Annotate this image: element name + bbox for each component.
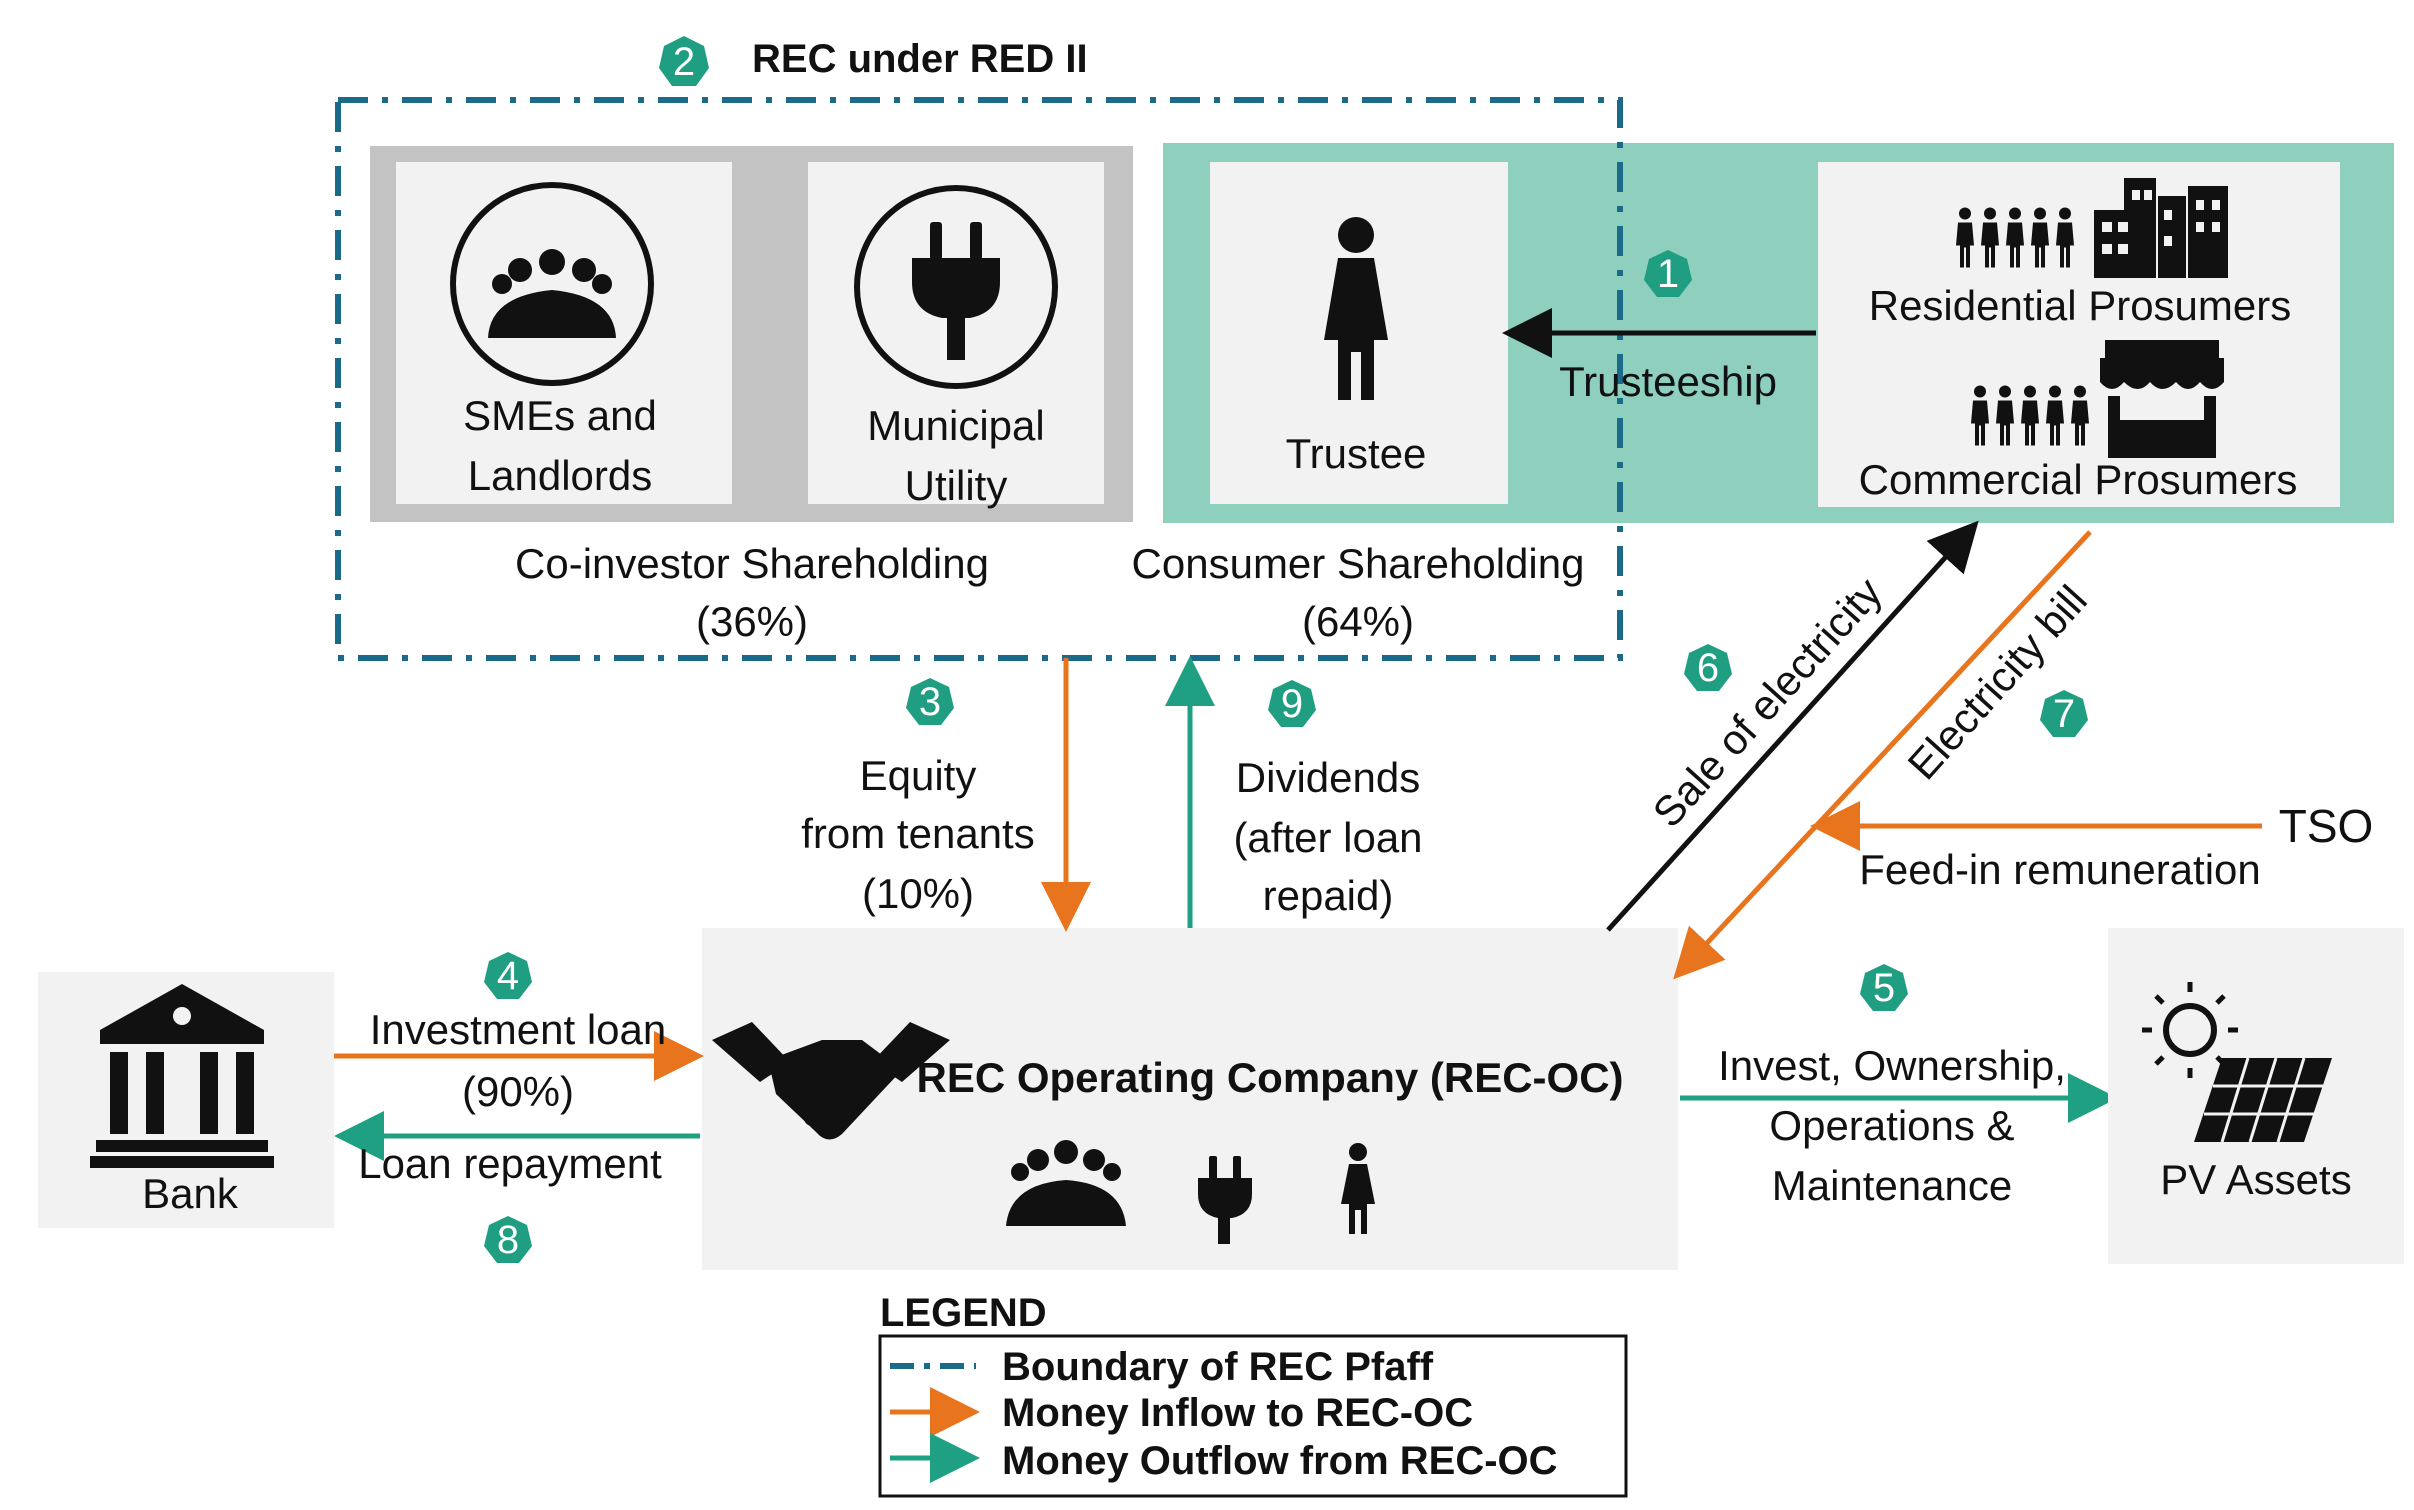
rec-oc-box: REC Operating Company (REC-OC): [702, 928, 1678, 1270]
rec-oc-plug-icon: [1198, 1156, 1252, 1244]
badge-2: [659, 36, 709, 86]
legend-box: [878, 1334, 1628, 1498]
utility-label-1: Municipal: [867, 402, 1044, 449]
pv-label: PV Assets: [2160, 1156, 2351, 1203]
bill-arrow: [1673, 530, 2092, 980]
solar-panel-icon: [2194, 1057, 2332, 1143]
badge-7: [2040, 690, 2088, 737]
plug-icon: [912, 222, 1000, 360]
people-group-icon: [488, 249, 616, 338]
utility-circle: [854, 185, 1058, 389]
bank-label: Bank: [142, 1170, 239, 1217]
legend-outflow-label: Money Outflow from REC-OC: [1002, 1439, 1558, 1483]
bank-icon: [90, 984, 274, 1168]
commercial-label: Commercial Prosumers: [1859, 456, 2298, 503]
trusteeship-label: Trusteeship: [1559, 358, 1777, 405]
smes-label-1: SMEs and: [463, 392, 657, 439]
consumer-caption-1: Consumer Shareholding: [1132, 540, 1585, 587]
badge-6: [1684, 644, 1732, 691]
bill-label: Electricity bill: [1899, 576, 2096, 788]
rec-oc-people-icon: [1006, 1140, 1126, 1226]
tso-label: TSO: [2279, 800, 2374, 852]
badge-2-number: 2: [673, 40, 695, 84]
badge-7-number: 7: [2053, 692, 2075, 736]
legend: LEGEND Boundary of REC Pfaff Money Inflo…: [878, 1291, 1628, 1498]
smes-label-2: Landlords: [468, 452, 652, 499]
dividends-label-3: repaid): [1263, 872, 1394, 919]
badge-5: [1860, 964, 1908, 1011]
coinvestor-caption-2: (36%): [696, 598, 808, 645]
badge-8: [484, 1216, 532, 1263]
rec-boundary: [335, 97, 1623, 661]
badge-3-number: 3: [919, 680, 941, 724]
badge-9: [1268, 680, 1316, 727]
badge-5-number: 5: [1873, 966, 1895, 1010]
investment-loan-label-1: Investment loan: [370, 1006, 667, 1053]
equity-label-1: Equity: [860, 752, 977, 799]
badge-1-number: 1: [1657, 252, 1679, 296]
smes-box: SMEs and Landlords: [396, 162, 732, 504]
badge-4-number: 4: [497, 954, 519, 998]
trustee-box: Trustee: [1210, 162, 1508, 504]
loan-repayment-label: Loan repayment: [358, 1140, 662, 1187]
feed-in-label: Feed-in remuneration: [1859, 846, 2261, 893]
legend-boundary-label: Boundary of REC Pfaff: [1002, 1345, 1434, 1389]
legend-inflow-label: Money Inflow to REC-OC: [1002, 1391, 1473, 1435]
legend-title: LEGEND: [880, 1291, 1047, 1335]
buildings-icon: [2094, 178, 2228, 278]
invest-pv-label-2: Operations &: [1769, 1102, 2014, 1149]
invest-pv-label-3: Maintenance: [1772, 1162, 2013, 1209]
badge-9-number: 9: [1281, 682, 1303, 726]
badge-8-number: 8: [497, 1218, 519, 1262]
trustee-label: Trustee: [1286, 430, 1427, 477]
badge-3: [906, 678, 954, 725]
prosumers-box: Residential Prosumers Commercial Prosume…: [1818, 162, 2340, 507]
investment-loan-label-2: (90%): [462, 1068, 574, 1115]
residential-label: Residential Prosumers: [1869, 282, 2292, 329]
badge-1: [1644, 250, 1692, 297]
utility-label-2: Utility: [905, 462, 1008, 509]
utility-box: Municipal Utility: [808, 162, 1104, 509]
badge-4: [484, 952, 532, 999]
heading-text: REC under RED II: [752, 37, 1088, 81]
dividends-label-2: (after loan: [1233, 814, 1422, 861]
coinvestor-caption-1: Co-investor Shareholding: [515, 540, 989, 587]
dividends-label-1: Dividends: [1236, 754, 1420, 801]
rec-oc-label: REC Operating Company (REC-OC): [916, 1054, 1623, 1101]
sale-label: Sale of electricity: [1644, 569, 1891, 836]
equity-label-2: from tenants: [801, 810, 1034, 857]
invest-pv-label-1: Invest, Ownership,: [1718, 1042, 2066, 1089]
equity-label-3: (10%): [862, 870, 974, 917]
sale-arrow: [1606, 520, 1979, 932]
woman-icon: [1324, 217, 1388, 400]
handshake-icon: [712, 1022, 950, 1140]
smes-circle: [450, 182, 654, 386]
consumer-caption-2: (64%): [1302, 598, 1414, 645]
bank-box: Bank: [38, 972, 334, 1228]
shop-icon: [2100, 340, 2224, 458]
heading: 2 REC under RED II: [659, 36, 1088, 86]
pv-box: PV Assets: [2108, 928, 2404, 1264]
badge-6-number: 6: [1697, 646, 1719, 690]
rec-oc-woman-icon: [1341, 1143, 1375, 1234]
